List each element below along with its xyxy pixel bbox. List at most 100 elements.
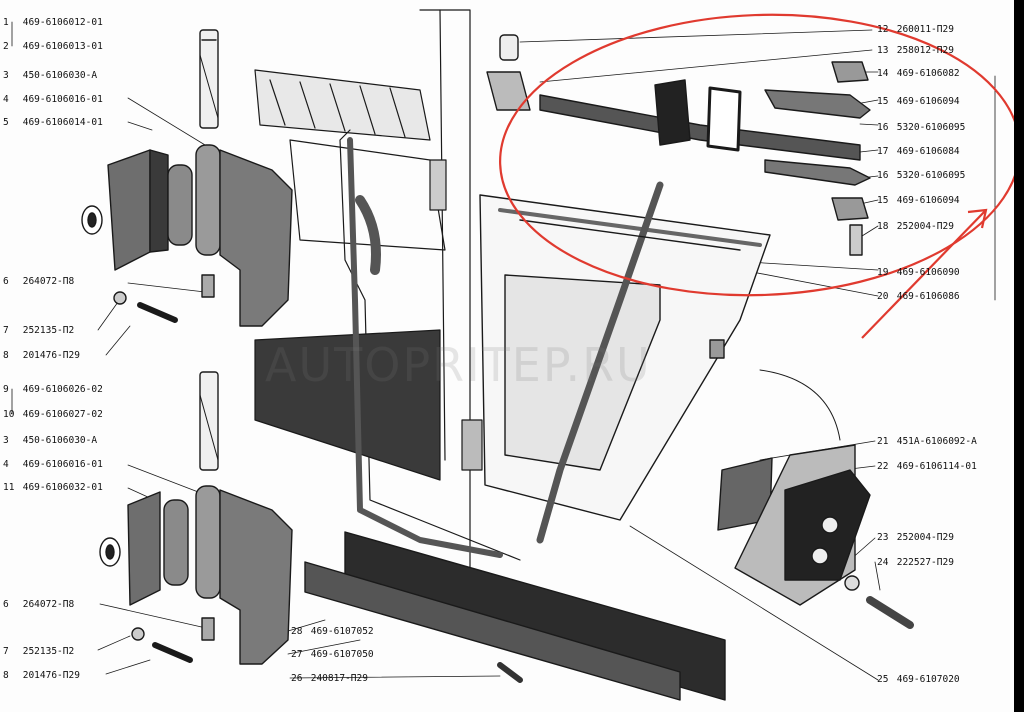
- part-label: 19 469-6106090: [877, 267, 960, 278]
- part-number: 4: [3, 94, 9, 105]
- part-number: 1: [3, 17, 9, 28]
- part-code: 5320-6106095: [891, 170, 966, 181]
- part-code: 264072-П8: [17, 276, 75, 287]
- part-number: 3: [3, 70, 9, 81]
- part-label: 8 201476-П29: [3, 670, 80, 681]
- part-number: 15: [877, 195, 889, 206]
- part-code: 469-6106094: [891, 96, 960, 107]
- vehicle-body: [254, 9, 521, 601]
- part-label: 7 252135-П2: [3, 646, 74, 657]
- part-number: 21: [877, 436, 889, 447]
- part-label: 25 469-6107020: [877, 674, 960, 685]
- part-number: 7: [3, 325, 9, 336]
- part-code: 5320-6106095: [891, 122, 966, 133]
- part-code: 469-6106016-01: [17, 459, 103, 470]
- wheel-arch: [759, 369, 841, 441]
- part-label: 11 469-6106032-01: [3, 482, 103, 493]
- part-label: 24 222527-П29: [877, 557, 954, 568]
- part-label: 9 469-6106026-02: [3, 384, 103, 395]
- part-label: 12 260011-П29: [877, 24, 954, 35]
- part-code: 469-6106094: [891, 195, 960, 206]
- part-code: 450-6106030-А: [17, 435, 98, 446]
- part-code: 201476-П29: [17, 350, 80, 361]
- part-number: 9: [3, 384, 9, 395]
- part-code: 469-6106014-01: [17, 117, 103, 128]
- part-number: 13: [877, 45, 889, 56]
- part-label: 8 201476-П29: [3, 350, 80, 361]
- part-label: 15 469-6106094: [877, 195, 960, 206]
- part-label: 15 469-6106094: [877, 96, 960, 107]
- part-number: 16: [877, 122, 889, 133]
- part-code: 252135-П2: [17, 325, 75, 336]
- part-code: 469-6106082: [891, 68, 960, 79]
- part-code: 469-6106013-01: [17, 41, 103, 52]
- part-code: 469-6106084: [891, 146, 960, 157]
- part-code: 469-6106027-02: [17, 409, 103, 420]
- part-code: 451А-6106092-А: [891, 436, 977, 447]
- part-label: 14 469-6106082: [877, 68, 960, 79]
- part-label: 27 469-6107050: [291, 649, 374, 660]
- part-label: 5 469-6106014-01: [3, 117, 103, 128]
- part-number: 18: [877, 221, 889, 232]
- part-label: 6 264072-П8: [3, 276, 74, 287]
- part-number: 17: [877, 146, 889, 157]
- part-number: 23: [877, 532, 889, 543]
- part-number: 28: [291, 626, 303, 637]
- part-number: 4: [3, 459, 9, 470]
- part-label: 2 469-6106013-01: [3, 41, 103, 52]
- part-code: 469-6106016-01: [17, 94, 103, 105]
- part-code: 252004-П29: [891, 532, 954, 543]
- door-frame: [347, 137, 771, 558]
- part-code: 252135-П2: [17, 646, 75, 657]
- part-label: 26 240817-П29: [291, 673, 368, 684]
- part-number: 15: [877, 96, 889, 107]
- part-label: 3 450-6106030-А: [3, 70, 97, 81]
- part-code: 252004-П29: [891, 221, 954, 232]
- part-number: 19: [877, 267, 889, 278]
- part-code: 201476-П29: [17, 670, 80, 681]
- part-label: 1 469-6106012-01: [3, 17, 103, 28]
- part-code: 450-6106030-А: [17, 70, 98, 81]
- left-leader-lines: [11, 21, 211, 675]
- part-code: 469-6106026-02: [17, 384, 103, 395]
- highlight-arrow-shaft: [861, 209, 987, 339]
- part-number: 26: [291, 673, 303, 684]
- part-label: 3 450-6106030-А: [3, 435, 97, 446]
- part-label: 22 469-6106114-01: [877, 461, 977, 472]
- part-number: 8: [3, 350, 9, 361]
- part-label: 16 5320-6106095: [877, 170, 965, 181]
- part-number: 22: [877, 461, 889, 472]
- part-number: 2: [3, 41, 9, 52]
- part-code: 469-6106032-01: [17, 482, 103, 493]
- part-code: 469-6106090: [891, 267, 960, 278]
- door-check-strap: [486, 34, 871, 256]
- part-label: 4 469-6106016-01: [3, 459, 103, 470]
- part-number: 10: [3, 409, 15, 420]
- lower-hinge-assembly: [99, 371, 293, 665]
- part-label: 13 258012-П29: [877, 45, 954, 56]
- part-number: 5: [3, 117, 9, 128]
- part-number: 8: [3, 670, 9, 681]
- part-number: 16: [877, 170, 889, 181]
- part-code: 469-6107050: [305, 649, 374, 660]
- part-label: 7 252135-П2: [3, 325, 74, 336]
- part-label: 18 252004-П29: [877, 221, 954, 232]
- highlight-arrow-head: [967, 208, 988, 229]
- part-number: 12: [877, 24, 889, 35]
- sill-plates: [304, 531, 726, 701]
- part-number: 20: [877, 291, 889, 302]
- part-label: 4 469-6106016-01: [3, 94, 103, 105]
- part-number: 11: [3, 482, 15, 493]
- part-number: 3: [3, 435, 9, 446]
- part-number: 25: [877, 674, 889, 685]
- part-label: 28 469-6107052: [291, 626, 374, 637]
- part-code: 240817-П29: [305, 673, 368, 684]
- part-number: 27: [291, 649, 303, 660]
- part-code: 258012-П29: [891, 45, 954, 56]
- part-number: 24: [877, 557, 889, 568]
- part-code: 222527-П29: [891, 557, 954, 568]
- part-label: 6 264072-П8: [3, 599, 74, 610]
- part-label: 20 469-6106086: [877, 291, 960, 302]
